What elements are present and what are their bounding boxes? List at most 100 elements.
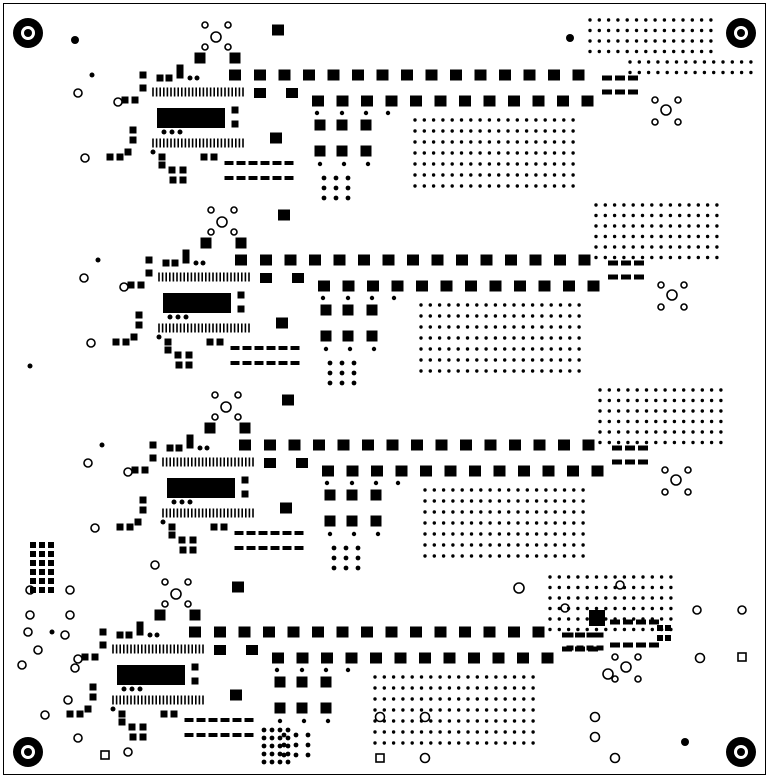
via [171,499,177,505]
grid-via [413,118,417,122]
large-pad [230,689,242,701]
ic-pin [162,695,165,705]
grid-via [431,151,436,155]
ic-pin [227,87,230,97]
grid-via [678,213,682,218]
grid-via [672,388,677,392]
through-hole [33,645,43,655]
smd-pad [608,260,618,266]
grid-via [419,369,423,373]
fiducial [566,34,574,42]
grid-via [441,521,446,525]
large-pad [548,69,560,81]
through-hole [113,97,123,107]
grid-via [571,162,575,166]
ic-pin [212,457,215,467]
grid-via [515,118,519,122]
grid-via [419,303,423,307]
large-pad [361,95,373,107]
grid-via [644,409,649,413]
grid-via [659,234,663,239]
large-pad [200,237,212,249]
via [325,718,331,724]
ic-pin [187,272,189,282]
ic-body [157,108,225,128]
large-pad [278,209,290,221]
ic-pin [191,138,194,148]
smd-pad [625,445,635,451]
grid-via [721,70,725,75]
large-pad [425,69,438,81]
grid-via [521,336,525,340]
via [193,260,199,266]
ic-pin [162,457,164,467]
grid-via [632,575,636,579]
via [293,752,299,758]
grid-via [644,440,649,445]
large-pad [558,439,570,451]
through-hole [674,118,682,126]
large-pad [434,95,447,107]
smd-pad [30,569,36,575]
grid-via [457,697,461,701]
grid-via [690,39,694,43]
grid-via [562,173,566,177]
grid-via [488,532,492,536]
large-pad [361,626,373,638]
smd-pad [220,523,228,531]
ic-pin [227,508,229,518]
ic-pin [248,508,251,518]
grid-via [447,708,452,712]
grid-via [700,409,704,413]
large-pad [352,69,364,81]
large-pad [309,254,321,266]
grid-via [428,314,432,318]
grid-via [705,203,710,207]
grid-via [626,388,630,392]
grid-via [577,336,581,340]
via [355,555,361,561]
grid-via [581,499,585,503]
grid-via [699,28,704,33]
grid-via [594,575,599,579]
grid-via [588,39,592,43]
grid-via [524,151,529,155]
grid-via [690,18,694,22]
grid-via [612,234,617,239]
grid-via [438,730,442,734]
grid-via [503,358,507,362]
grid-via [460,532,464,536]
ic-pin [202,138,205,148]
ic-pin [155,695,157,705]
ic-pin [173,644,175,654]
through-hole [634,675,642,683]
large-pad [189,609,201,621]
grid-via [572,510,576,514]
grid-via [709,440,714,445]
large-pad [272,24,284,36]
grid-via [562,118,566,122]
grid-via [588,49,592,54]
ic-pin [158,272,160,282]
smd-pad [270,531,280,535]
grid-via [644,398,649,403]
ic-pin [176,457,179,467]
grid-via [672,28,676,33]
grid-via [484,675,489,679]
large-pad [342,304,354,316]
via [347,346,353,352]
ic-pin [194,323,196,333]
large-pad [204,422,216,434]
ic-pin [165,323,167,333]
ic-pin [195,87,197,97]
large-pad [529,254,542,266]
large-pad [554,254,566,266]
smd-pad [127,281,135,289]
grid-via [382,708,386,712]
grid-via [635,440,639,445]
via [321,185,327,191]
grid-via [497,151,501,155]
grid-via [457,675,461,679]
grid-via [457,686,461,690]
grid-via [684,70,688,75]
